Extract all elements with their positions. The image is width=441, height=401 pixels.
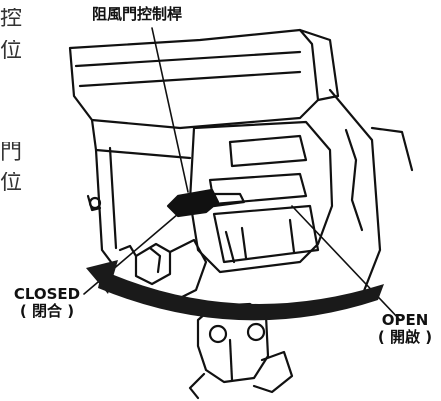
bolt-fitting <box>118 238 208 302</box>
choke-lever-label: 阻風門控制桿 <box>92 5 183 23</box>
edge-text-fragment: 門 <box>0 142 22 164</box>
choke-direction-arrow <box>86 260 384 321</box>
open-position-label: OPEN ( 開啟 ) <box>372 311 438 347</box>
choke-lever[interactable] <box>166 188 246 218</box>
closed-position-label: CLOSED ( 閉合 ) <box>6 285 88 321</box>
open-leader-line <box>291 205 401 321</box>
choke-housing <box>188 120 334 274</box>
closed-label-text: CLOSED <box>13 285 81 303</box>
air-cleaner-housing <box>68 28 340 160</box>
choke-lever-leader-line <box>151 27 189 193</box>
engine-body <box>86 88 414 298</box>
edge-text-fragment: 位 <box>0 172 22 194</box>
open-label-text: OPEN <box>381 311 429 329</box>
edge-text-fragment: 位 <box>0 40 22 62</box>
closed-label-subtext: ( 閉合 ) <box>19 302 75 321</box>
open-label-subtext: ( 開啟 ) <box>377 328 433 347</box>
edge-text-fragment: 控 <box>0 8 22 30</box>
